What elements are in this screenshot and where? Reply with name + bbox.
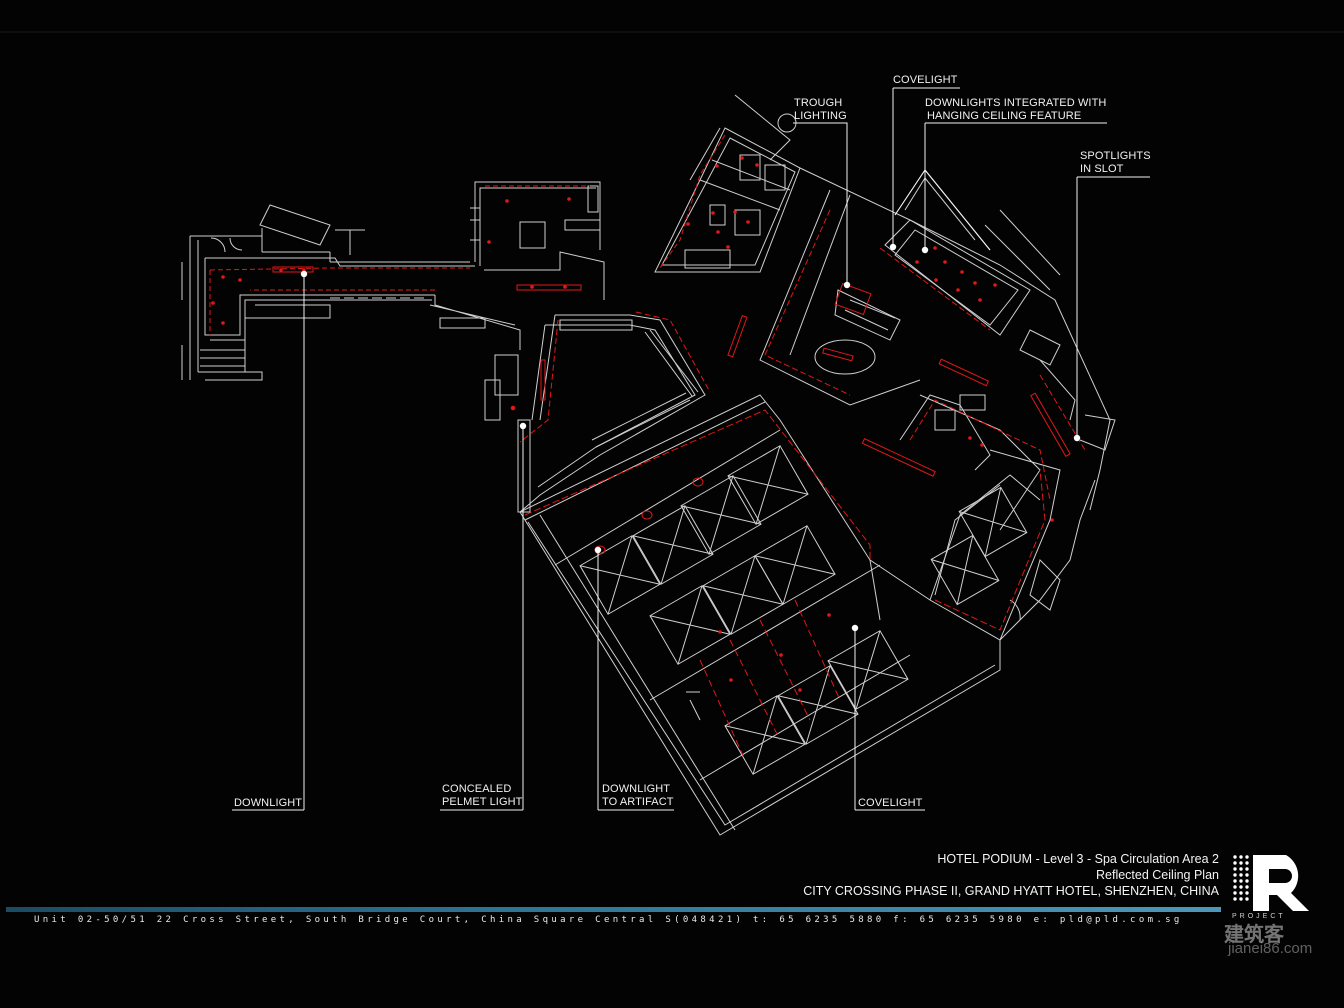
central-block-lighting	[510, 311, 711, 443]
title-block: HOTEL PODIUM - Level 3 - Spa Circulation…	[803, 851, 1219, 899]
company-logo-icon	[1233, 855, 1309, 911]
left-corridor-lighting	[209, 185, 590, 336]
upper-rooms-walls	[654, 94, 801, 273]
callout-trough-lighting: TROUGH LIGHTING	[794, 97, 847, 123]
drawing-subtitle: Reflected Ceiling Plan	[1096, 868, 1219, 882]
callout-concealed-pelmet: CONCEALED PELMET LIGHT	[442, 783, 522, 809]
right-area-lighting	[727, 209, 1086, 501]
company-address: Unit 02-50/51 22 Cross Street, South Bri…	[34, 915, 1183, 925]
callout-line: COVELIGHT	[858, 797, 923, 809]
leader-dots	[300, 243, 1081, 632]
watermark-url: jianei86.com	[1228, 940, 1313, 957]
watermark-text: 建筑客	[1224, 924, 1284, 946]
callout-line: CONCEALED	[442, 783, 512, 795]
callout-downlight: DOWNLIGHT	[234, 797, 302, 810]
callout-line: TROUGH	[794, 97, 843, 109]
callout-line: SPOTLIGHTS	[1080, 150, 1151, 162]
callout-line: LIGHTING	[794, 110, 847, 122]
callout-line: DOWNLIGHT	[602, 783, 671, 795]
callout-spotlights-in-slot: SPOTLIGHTS IN SLOT	[1080, 150, 1151, 176]
lower-hall-dots	[718, 613, 831, 692]
leader-lines	[232, 87, 1150, 811]
callout-downlight-artifact: DOWNLIGHT TO ARTIFACT	[602, 783, 674, 809]
project-name: CITY CROSSING PHASE II, GRAND HYATT HOTE…	[803, 884, 1219, 898]
central-block-walls	[517, 314, 881, 621]
lower-hall-walls	[519, 429, 1096, 836]
upper-rooms-lighting	[659, 134, 726, 269]
callout-line: IN SLOT	[1080, 163, 1124, 175]
footer-accent-strip	[6, 907, 1221, 912]
callout-line: PELMET LIGHT	[442, 796, 523, 808]
callout-line: DOWNLIGHTS INTEGRATED WITH	[925, 97, 1107, 109]
upper-rooms-dots	[686, 156, 759, 249]
callout-downlights-integrated: DOWNLIGHTS INTEGRATED WITH HANGING CEILI…	[925, 97, 1106, 123]
callout-line: COVELIGHT	[893, 74, 958, 86]
callout-line: DOWNLIGHT	[234, 797, 303, 809]
logo-caption: PROJECT	[1232, 913, 1286, 920]
callout-covelight-top: COVELIGHT	[893, 74, 957, 87]
feature-downlights	[915, 246, 1054, 522]
callout-line: TO ARTIFACT	[602, 796, 674, 808]
left-downlight-dots	[211, 197, 571, 325]
drawing-title: HOTEL PODIUM - Level 3 - Spa Circulation…	[937, 852, 1219, 866]
right-area-walls	[759, 167, 1116, 531]
callout-covelight-bottom: COVELIGHT	[858, 797, 922, 810]
callout-line: HANGING CEILING FEATURE	[927, 110, 1082, 122]
left-corridor-walls	[181, 181, 605, 421]
ceiling-panels	[579, 445, 1028, 775]
